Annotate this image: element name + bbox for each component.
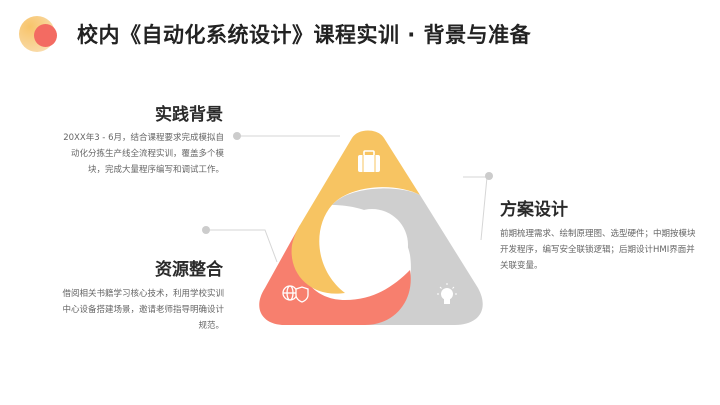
section-title-practice-background: 实践背景 bbox=[155, 105, 223, 125]
connector-dot-practice bbox=[233, 132, 241, 140]
segment-practice-background bbox=[291, 130, 420, 294]
section-desc-practice-background: 20XX年3 - 6月，结合课程要求完成模拟自动化分拣生产线全流程实训，覆盖多个… bbox=[63, 133, 224, 175]
section-desc-scheme-design: 前期梳理需求、绘制原理图、选型硬件；中期按模块开发程序，编写安全联锁逻辑；后期设… bbox=[500, 229, 696, 271]
lightbulb-icon bbox=[437, 283, 457, 304]
page-title: 校内《自动化系统设计》课程实训 · 背景与准备 bbox=[77, 23, 532, 47]
globe-shield-icon bbox=[282, 285, 309, 303]
logo-inner-circle bbox=[34, 24, 57, 47]
connector-dot-resource bbox=[202, 226, 210, 234]
connector-dot-scheme bbox=[485, 172, 493, 180]
section-title-scheme-design: 方案设计 bbox=[500, 200, 568, 220]
center-hole bbox=[336, 209, 408, 281]
logo bbox=[19, 16, 59, 56]
section-desc-resource-integration: 借阅相关书籍学习核心技术，利用学校实训中心设备搭建场景，邀请老师指导明确设计规范… bbox=[62, 289, 224, 331]
briefcase-icon bbox=[358, 150, 380, 172]
section-title-resource-integration: 资源整合 bbox=[155, 260, 223, 280]
